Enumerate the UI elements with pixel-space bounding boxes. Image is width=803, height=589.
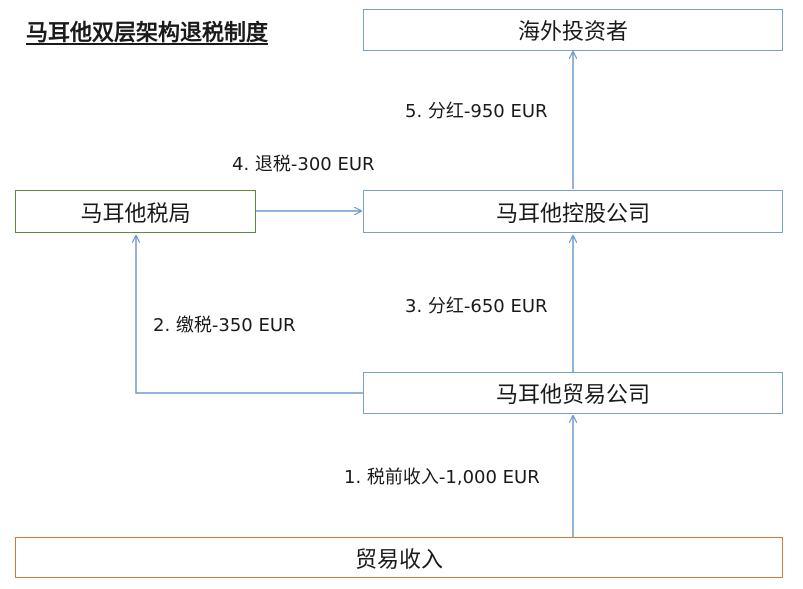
diagram-title: 马耳他双层架构退税制度 bbox=[26, 21, 269, 46]
trading-company-label: 马耳他贸易公司 bbox=[495, 383, 650, 408]
trading-company-box: 马耳他贸易公司 bbox=[363, 372, 783, 414]
tax-office-label: 马耳他税局 bbox=[80, 201, 191, 227]
holding-company-box: 马耳他控股公司 bbox=[363, 190, 783, 233]
revenue-box: 贸易收入 bbox=[15, 537, 783, 578]
revenue-label: 贸易收入 bbox=[354, 547, 443, 573]
flow-label-step1: 1. 税前收入-1,000 EUR bbox=[344, 467, 540, 488]
holding-company-label: 马耳他控股公司 bbox=[495, 201, 650, 227]
investor-label: 海外投资者 bbox=[517, 20, 628, 45]
tax-office-box: 马耳他税局 bbox=[15, 190, 256, 233]
flow-label-step2: 2. 缴税-350 EUR bbox=[153, 315, 296, 336]
investor-box: 海外投资者 bbox=[363, 9, 783, 51]
flow-label-step4: 4. 退税-300 EUR bbox=[232, 154, 375, 175]
flow-label-step5: 5. 分红-950 EUR bbox=[405, 101, 548, 122]
arrow-trading-to-tax-office bbox=[136, 236, 363, 394]
flow-label-step3: 3. 分红-650 EUR bbox=[405, 296, 548, 317]
